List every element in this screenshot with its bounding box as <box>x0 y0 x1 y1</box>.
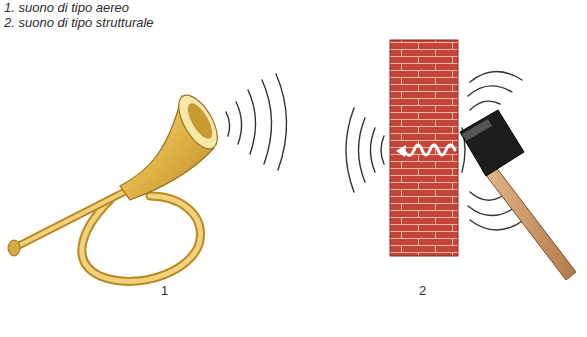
sound-waves <box>346 108 384 192</box>
caption-line: 2. suono di tipo strutturale <box>4 15 154 30</box>
structure-wave <box>396 145 455 157</box>
brick-wall <box>390 40 458 256</box>
hammer-drawing <box>460 110 576 280</box>
callout-number: 1 <box>161 283 168 298</box>
callout-number: 2 <box>419 283 426 298</box>
caption-line: 1. suono di tipo aereo <box>4 0 129 15</box>
sound-waves <box>226 74 287 170</box>
trumpet-drawing <box>8 89 225 281</box>
